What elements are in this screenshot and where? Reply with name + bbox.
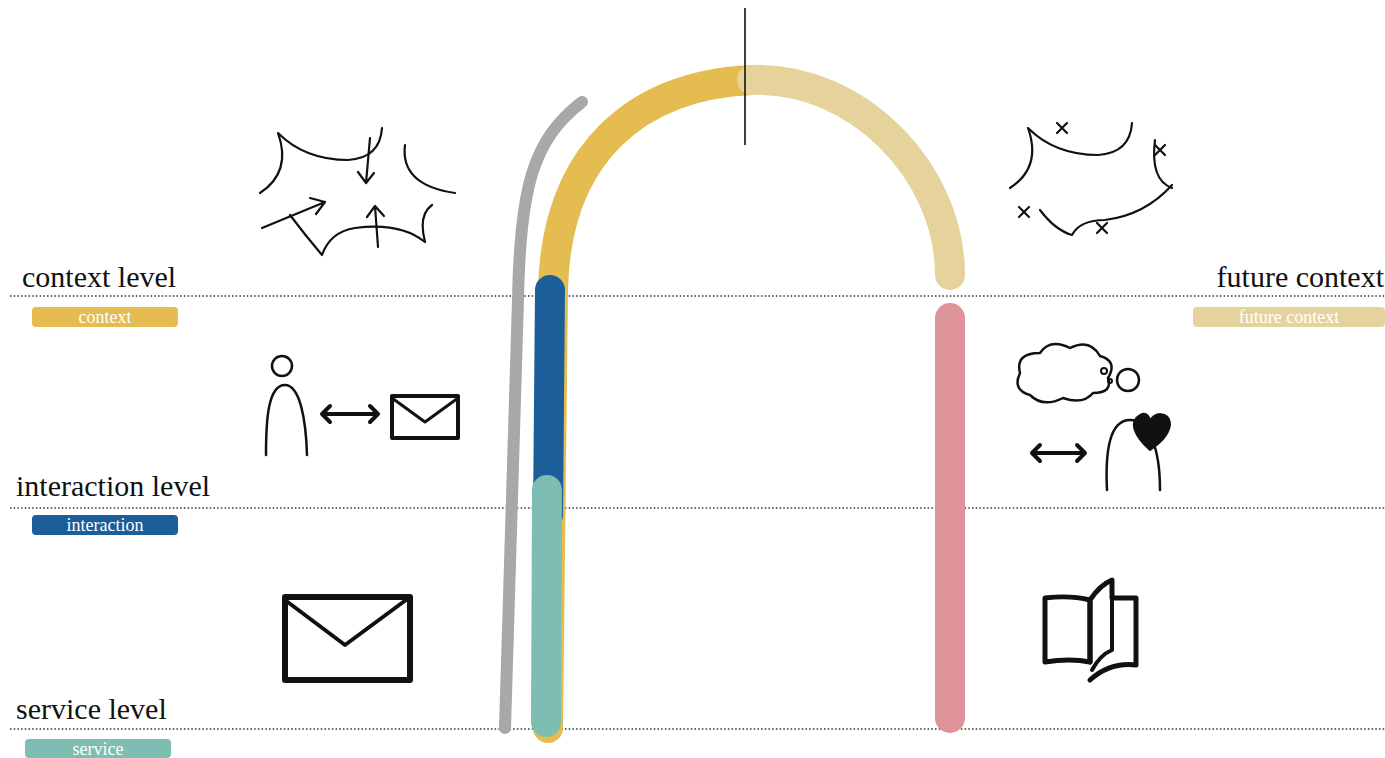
legend-swatch: context [32,307,178,327]
future-chaos-icon [1010,123,1132,188]
envelope-icon [285,597,410,680]
legend-text: service [73,740,124,758]
cross-mark [1155,145,1165,155]
person-icon [266,385,307,455]
thought-cloud [1108,379,1112,383]
arrow-symbol [262,198,325,228]
cross-mark [1057,123,1067,133]
divider-mark [744,8,746,145]
envelope-icon [285,597,410,645]
future-context-strand [752,80,950,275]
context-chaos-icon [260,128,382,193]
arrow-symbol [358,138,374,183]
level-label: context level [22,262,176,292]
context-strand [548,80,752,728]
book-icon [1045,597,1090,662]
envelope-icon [392,398,458,422]
double-arrow [1032,445,1085,461]
heart-symbol [1134,414,1170,450]
level-divider [10,728,1385,729]
future-chaos-icon [1040,185,1172,235]
context-chaos-icon [290,205,432,255]
legend-swatch: service [25,739,171,758]
level-divider [10,295,1385,296]
person-icon [272,356,292,376]
context-chaos-icon [405,145,455,193]
arrow-symbol [367,206,384,247]
book-icon [1092,580,1112,670]
legend-text: future context [1239,308,1339,326]
level-label: future context [1217,262,1384,292]
double-arrow [322,406,378,422]
legend-swatch: future context [1193,307,1385,327]
envelope-icon [392,396,458,438]
cross-mark [1097,223,1107,233]
book-icon [1090,580,1136,680]
thought-cloud [1101,368,1107,374]
thought-cloud [1117,369,1139,391]
service-strand [546,490,547,722]
cross-mark [1019,207,1029,217]
thought-cloud [1018,344,1112,402]
level-divider [10,507,1385,508]
future-strand [935,318,965,718]
level-label: service level [16,694,167,724]
future-chaos-icon [1154,140,1172,188]
level-label: interaction level [16,471,210,501]
legend-text: context [79,308,132,326]
legend-swatch: interaction [32,515,178,535]
legend-text: interaction [67,516,144,534]
